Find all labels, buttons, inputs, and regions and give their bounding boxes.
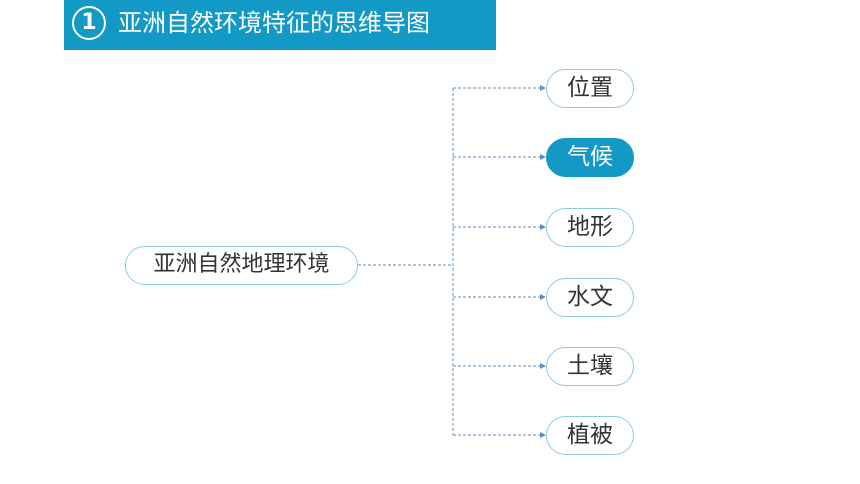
- mindmap-root-node[interactable]: 亚洲自然地理环境: [125, 246, 358, 285]
- branch-node-location[interactable]: 位置: [546, 69, 634, 108]
- branch-node-hydrology[interactable]: 水文: [546, 278, 634, 317]
- number-badge: 1: [72, 6, 106, 40]
- branch-node-soil[interactable]: 土壤: [546, 347, 634, 386]
- branch-node-terrain[interactable]: 地形: [546, 208, 634, 247]
- branch-node-vegetation[interactable]: 植被: [546, 416, 634, 455]
- branch-node-climate[interactable]: 气候: [546, 138, 634, 177]
- page-title: 亚洲自然环境特征的思维导图: [118, 9, 430, 37]
- title-banner: 1 亚洲自然环境特征的思维导图: [64, 0, 496, 53]
